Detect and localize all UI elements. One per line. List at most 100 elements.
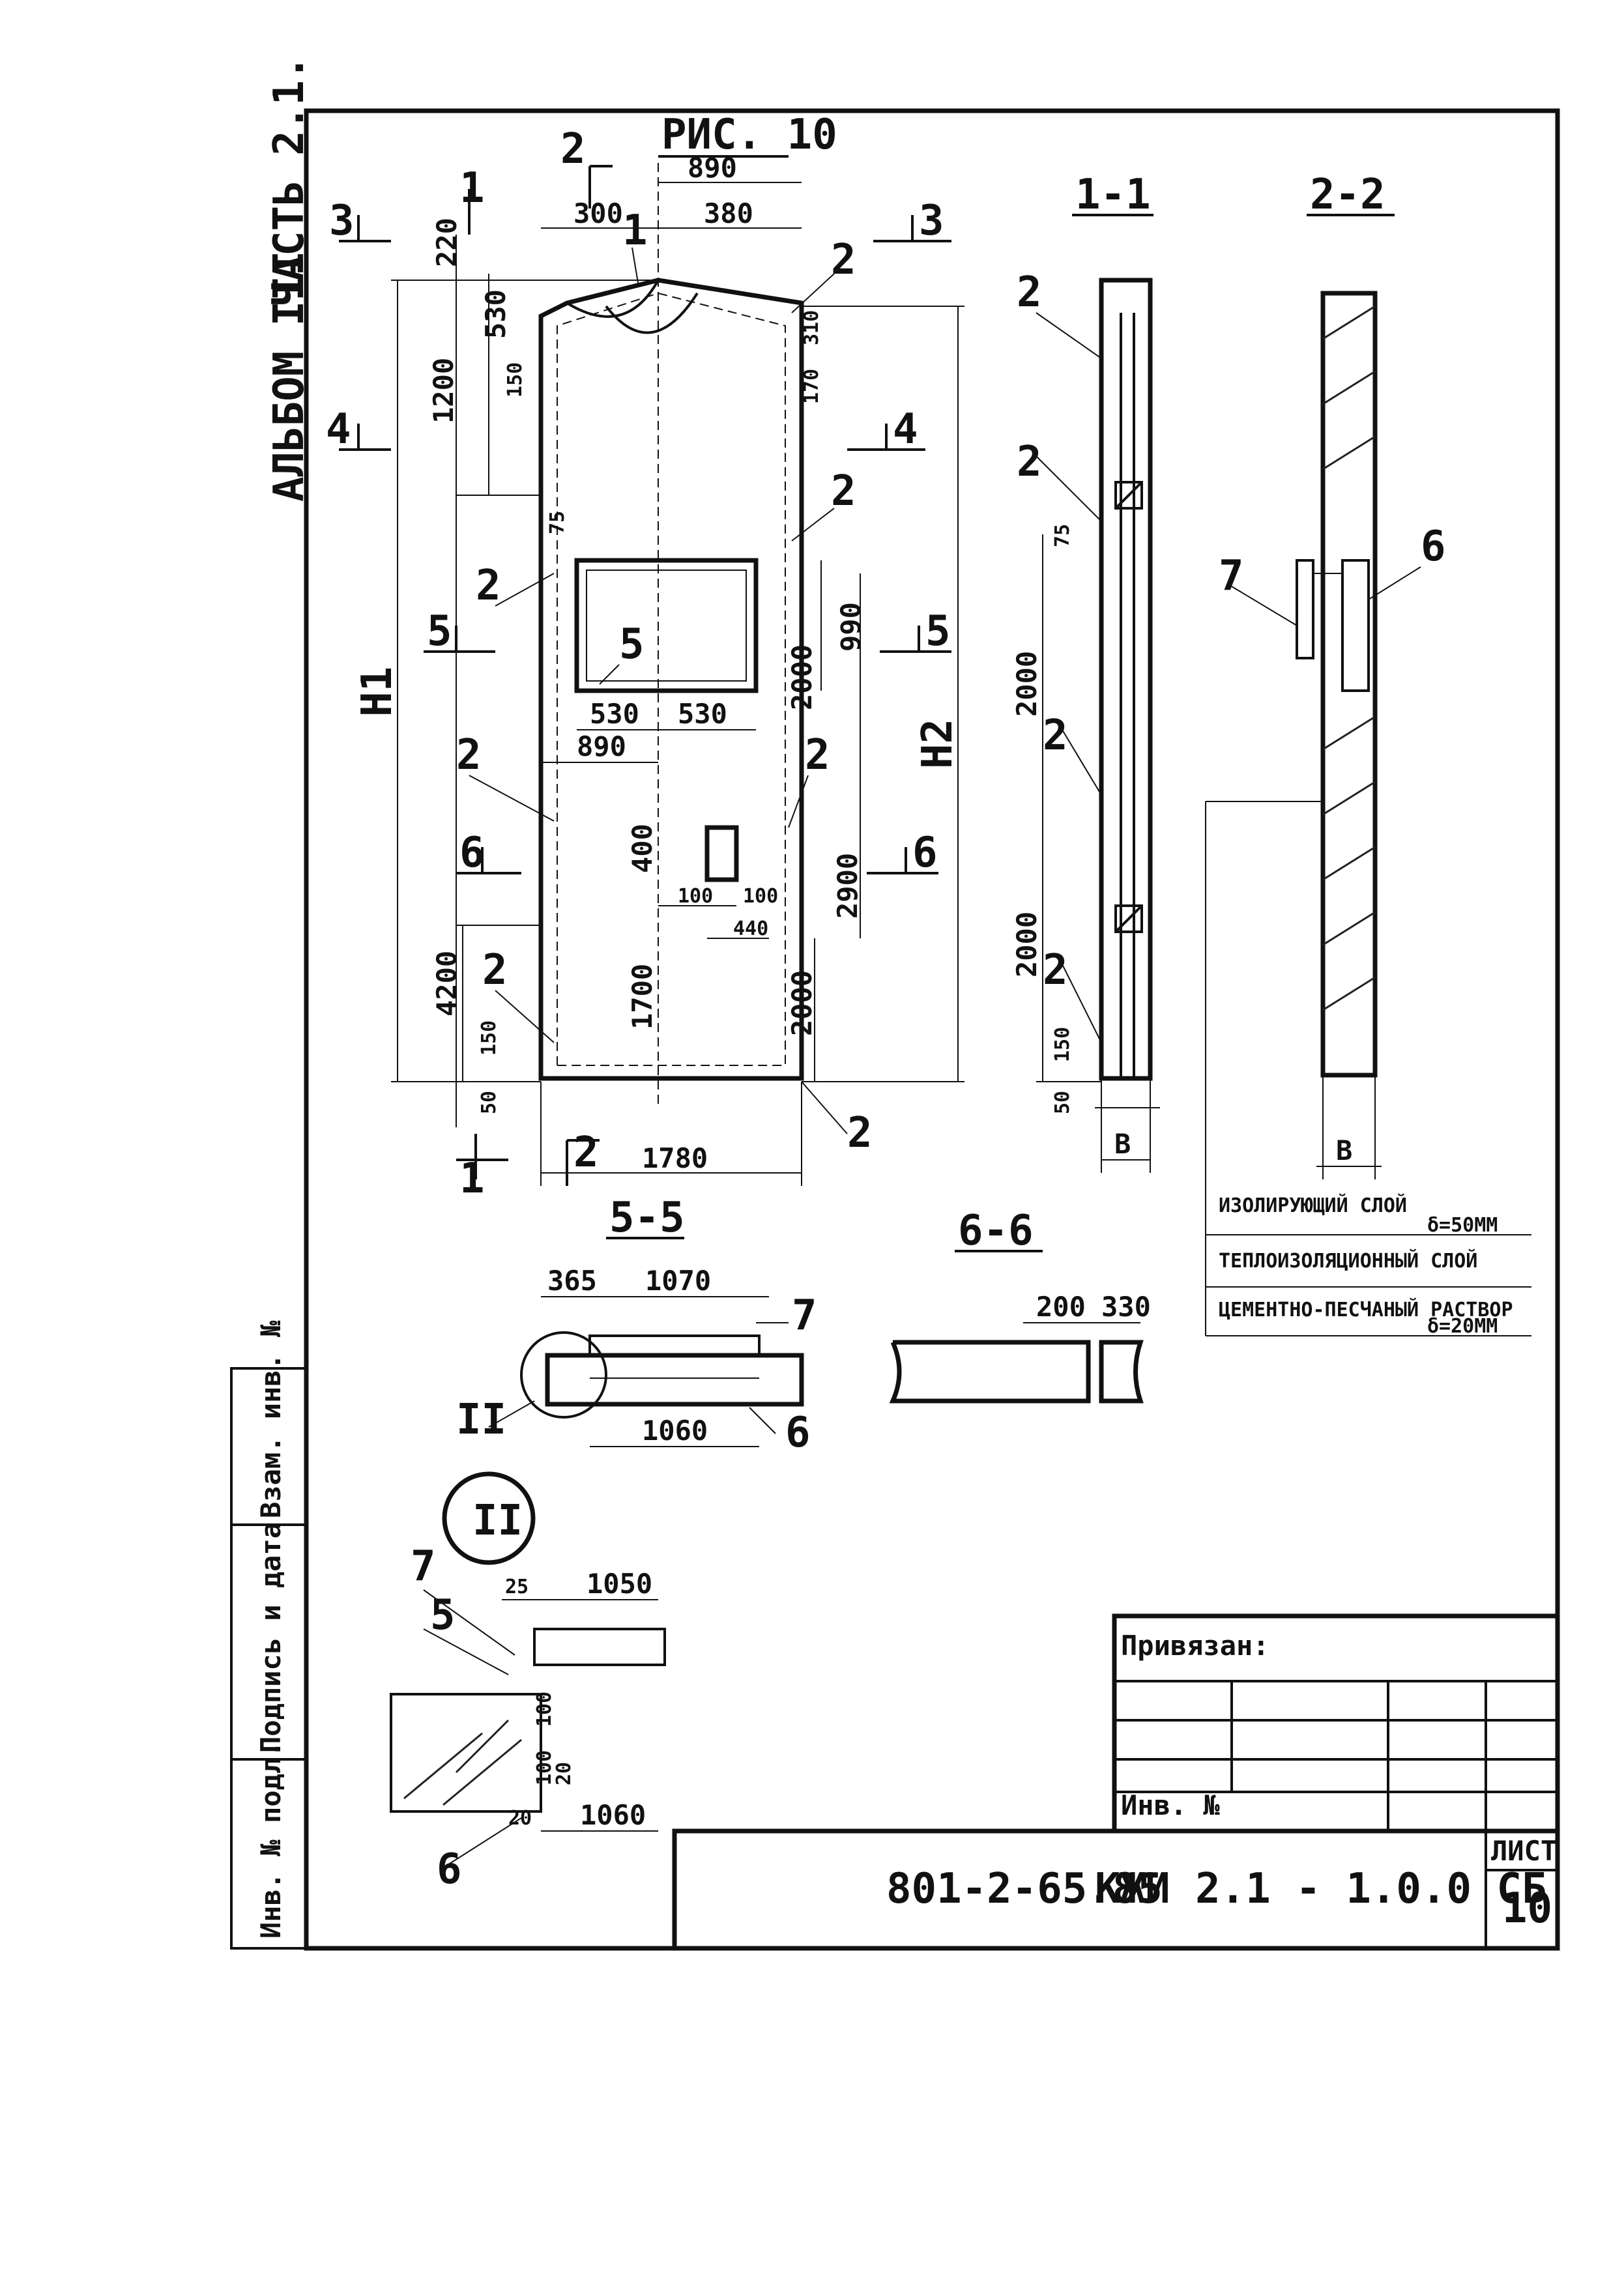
main-elevation-view xyxy=(391,163,964,1186)
dim-220: 220 xyxy=(431,218,463,267)
section-mark-5-right: 5 xyxy=(925,607,951,656)
section-2-2-title: 2-2 xyxy=(1310,171,1385,219)
section-1-1-title: 1-1 xyxy=(1075,171,1151,219)
n2-dim-20b: 20 xyxy=(508,1807,532,1830)
section-mark-6-right: 6 xyxy=(912,829,938,877)
n2-dim-100b: 100 xyxy=(533,1750,556,1785)
small-opening xyxy=(704,825,739,882)
dim-100b: 100 xyxy=(743,885,778,908)
section-6-6-title: 6-6 xyxy=(958,1207,1034,1255)
section-mark-2-top: 2 xyxy=(560,125,586,173)
privyazan-label: Привязан: xyxy=(1121,1630,1269,1662)
stamp-vzam: Взам. инв. № xyxy=(255,1321,287,1518)
dim-400: 400 xyxy=(626,824,658,873)
s11-callout-2-a: 2 xyxy=(1017,268,1042,317)
dim-2000b: 2000 xyxy=(786,970,818,1036)
part-label: ЧАСТЬ 2.1. xyxy=(265,55,313,306)
n2-dim-100: 100 xyxy=(533,1692,556,1727)
section-marks xyxy=(339,165,951,1186)
n2-dim-25: 25 xyxy=(505,1576,529,1598)
dim-310: 310 xyxy=(800,310,823,345)
dim-890: 890 xyxy=(577,730,626,762)
legend-isolation: ИЗОЛИРУЮЩИЙ СЛОЙ xyxy=(1219,1194,1407,1217)
node-II-label: II xyxy=(472,1497,523,1545)
legend-thermal: ТЕПЛОИЗОЛЯЦИОННЫЙ СЛОЙ xyxy=(1219,1249,1477,1273)
dim-top-width: 890 xyxy=(688,152,737,184)
window-opening xyxy=(574,558,759,693)
dim-150b: 150 xyxy=(478,1020,500,1056)
legend-isolation-value: δ=50ММ xyxy=(1427,1214,1498,1237)
n2-callout-6: 6 xyxy=(437,1845,462,1894)
section-5-5-view xyxy=(488,1296,804,1447)
s11-callout-2-b: 2 xyxy=(1017,438,1042,486)
s66-dim-200: 200 xyxy=(1036,1291,1086,1323)
s55-dim-1070: 1070 xyxy=(645,1265,711,1297)
section-1-1-view xyxy=(1036,278,1160,1173)
dim-4200: 4200 xyxy=(431,951,463,1017)
s11-dim-2000a: 2000 xyxy=(1011,651,1043,717)
mark-code: КЖИ 2.1 - 1.0.0 СБ xyxy=(1095,1865,1547,1913)
section-mark-1-top: 1 xyxy=(459,164,485,212)
s22-dim-B: B xyxy=(1336,1134,1352,1166)
section-2-2-view xyxy=(1205,291,1421,1336)
dim-2900: 2900 xyxy=(832,853,863,919)
n2-dim-1050: 1050 xyxy=(587,1568,652,1600)
dim-530b: 530 xyxy=(678,698,727,730)
dim-1780: 1780 xyxy=(642,1142,708,1174)
legend-cement: ЦЕМЕНТНО-ПЕСЧАНЫЙ РАСТВОР xyxy=(1219,1298,1513,1321)
callout-2-b: 2 xyxy=(831,467,856,515)
s11-callout-2-c: 2 xyxy=(1043,712,1068,760)
dim-top-right: 380 xyxy=(704,197,753,229)
s66-dim-330: 330 xyxy=(1101,1291,1151,1323)
n2-callout-5: 5 xyxy=(430,1591,456,1639)
s55-callout-7: 7 xyxy=(792,1291,817,1340)
dim-440: 440 xyxy=(733,917,768,940)
dim-150: 150 xyxy=(504,362,527,397)
sheet-label: ЛИСТ xyxy=(1491,1835,1557,1867)
sheet-number: 10 xyxy=(1502,1884,1552,1933)
section-mark-4-left: 4 xyxy=(326,405,351,454)
s11-dim-2000b: 2000 xyxy=(1011,912,1043,977)
dim-50: 50 xyxy=(478,1091,500,1114)
section-mark-4-right: 4 xyxy=(893,405,918,454)
dim-170: 170 xyxy=(800,369,823,404)
s22-callout-6: 6 xyxy=(1421,523,1446,571)
callout-1: 1 xyxy=(622,207,648,255)
s11-callout-2-d: 2 xyxy=(1043,946,1068,994)
section-mark-2-bottom: 2 xyxy=(573,1129,599,1177)
callout-2-g: 2 xyxy=(847,1109,873,1157)
dim-1700: 1700 xyxy=(626,964,658,1030)
dim-H2: H2 xyxy=(914,719,962,769)
dim-530: 530 xyxy=(480,289,512,339)
stamp-podpis: Подпись и дата xyxy=(255,1522,287,1753)
stamp-inv-podl: Инв. № подл. xyxy=(255,1741,287,1939)
callout-2-a: 2 xyxy=(831,236,856,284)
n2-callout-7: 7 xyxy=(411,1542,436,1591)
section-mark-6-left: 6 xyxy=(459,829,485,877)
dim-530a: 530 xyxy=(590,698,639,730)
callout-5: 5 xyxy=(619,620,645,669)
layers-legend xyxy=(1206,1234,1531,1336)
dim-100a: 100 xyxy=(678,885,713,908)
callout-2-d: 2 xyxy=(456,731,482,779)
legend-cement-value: δ=20ММ xyxy=(1427,1315,1498,1338)
node-II-detail xyxy=(390,1471,666,1864)
callout-leaders xyxy=(469,247,848,1134)
dim-75: 75 xyxy=(546,511,569,534)
album-label: АЛЬБОМ III xyxy=(265,251,313,502)
s55-dim-365: 365 xyxy=(547,1265,597,1297)
section-mark-5-left: 5 xyxy=(427,607,452,656)
n2-dim-20: 20 xyxy=(553,1762,575,1785)
panel-outline xyxy=(538,278,804,1081)
s55-callout-6: 6 xyxy=(785,1409,811,1457)
callout-2-c: 2 xyxy=(476,562,501,610)
s11-dim-50: 50 xyxy=(1051,1091,1074,1114)
title-block xyxy=(672,1613,1560,1951)
dim-990: 990 xyxy=(835,602,867,652)
dim-H1: H1 xyxy=(353,667,401,717)
section-mark-3-left: 3 xyxy=(329,197,355,245)
s55-dim-1060: 1060 xyxy=(642,1415,708,1447)
section-6-6-view xyxy=(889,1322,1144,1404)
s11-dim-150: 150 xyxy=(1051,1027,1074,1062)
